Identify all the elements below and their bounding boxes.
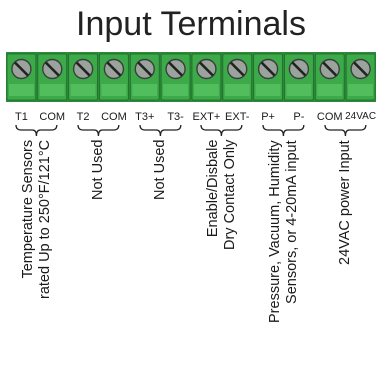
terminal-wire-slot — [255, 84, 281, 96]
terminal-block — [6, 52, 376, 102]
diagram-title: Input Terminals — [76, 5, 306, 43]
screw-slot-icon — [106, 61, 122, 77]
terminal-label: COM — [101, 111, 127, 123]
terminal-wire-slot — [132, 84, 158, 96]
group-description-line: Pressure, Vacuum, Humidity — [266, 140, 283, 323]
terminal-8 — [222, 53, 253, 101]
terminal-10 — [284, 53, 314, 101]
terminal-wire-slot — [163, 84, 188, 96]
terminal-1 — [6, 53, 37, 101]
terminal-6 — [160, 53, 191, 101]
terminal-9 — [253, 53, 283, 101]
screw-slot-icon — [75, 61, 91, 77]
group-description-line: Enable/Disbale — [204, 139, 221, 238]
group-description: 24VAC power Input — [337, 140, 354, 265]
terminal-label: P+ — [261, 111, 275, 123]
terminal-wire-slot — [348, 84, 373, 96]
terminal-3 — [68, 53, 98, 101]
screw-slot-icon — [353, 61, 369, 77]
screw-slot-icon — [229, 61, 245, 77]
terminal-label: T3+ — [135, 111, 155, 123]
group-description-line: Dry Contact Only — [221, 139, 238, 250]
terminal-wire-slot — [194, 84, 219, 96]
terminal-label: EXT+ — [192, 111, 221, 123]
terminal-2 — [37, 53, 68, 101]
group-description: Not Used — [152, 140, 169, 200]
terminal-wire-slot — [9, 84, 34, 96]
terminal-label: 24VAC — [345, 111, 377, 122]
group-brace — [77, 124, 120, 137]
group-description: Not Used — [90, 140, 107, 200]
group-description-line: rated Up to 250°F/121°C — [36, 139, 53, 299]
terminal-11 — [314, 53, 345, 101]
group-description-line: Temperature Sensors — [19, 139, 36, 279]
group-description-line: Not Used — [151, 139, 168, 200]
terminal-wire-slot — [39, 84, 65, 96]
group-brace — [262, 124, 305, 137]
terminal-label: COM — [39, 111, 66, 123]
screw-slot-icon — [198, 61, 214, 77]
terminal-label: COM — [316, 111, 343, 123]
terminal-7 — [191, 53, 222, 101]
terminal-label: P- — [293, 111, 305, 123]
terminal-label: T1 — [14, 111, 28, 123]
terminal-wire-slot — [286, 84, 312, 96]
terminal-wire-slot — [70, 84, 96, 96]
group-brace — [139, 124, 182, 137]
group-brace — [324, 124, 367, 137]
terminal-strip-base — [6, 52, 376, 102]
group-description-line: Not Used — [90, 139, 106, 200]
group-description-line: 24VAC power Input — [336, 140, 353, 265]
screw-slot-icon — [137, 61, 153, 77]
terminal-4 — [99, 53, 129, 101]
screw-slot-icon — [260, 61, 276, 77]
terminal-12 — [345, 53, 376, 101]
screw-slot-icon — [13, 61, 29, 77]
terminal-wire-slot — [224, 84, 250, 96]
terminal-label: EXT- — [225, 111, 250, 123]
screw-slot-icon — [291, 61, 307, 77]
terminal-wire-slot — [101, 84, 127, 96]
group-brace — [15, 124, 58, 137]
terminal-label: T2 — [76, 111, 90, 123]
terminal-wire-slot — [317, 84, 343, 96]
screw-slot-icon — [322, 61, 338, 77]
terminal-label: T3- — [167, 111, 184, 123]
screw-slot-icon — [44, 61, 60, 77]
group-description-line: Sensors, or 4-20mA input — [283, 140, 300, 304]
screw-slot-icon — [168, 61, 184, 77]
terminal-5 — [129, 53, 160, 101]
group-brace — [200, 124, 243, 137]
